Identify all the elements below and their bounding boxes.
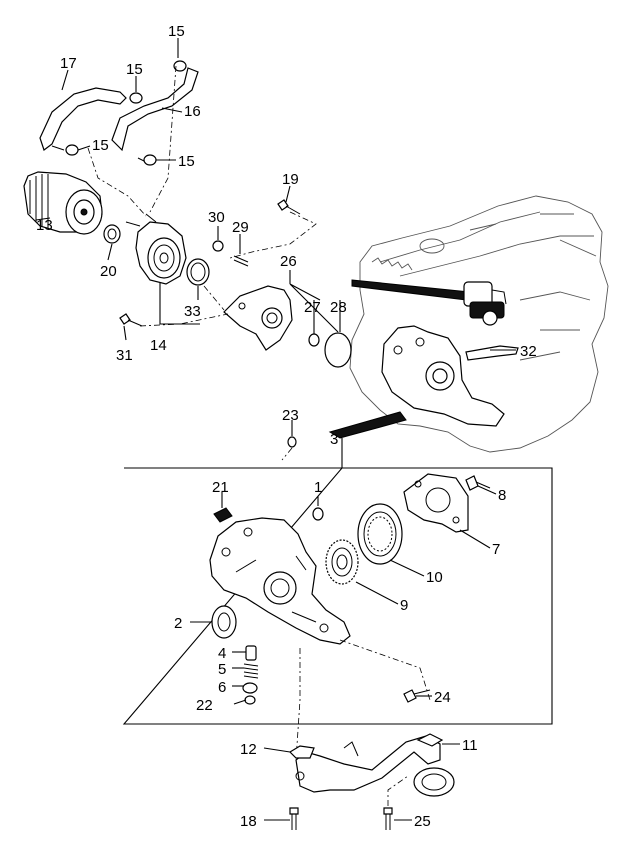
callout-6: 6 [218, 679, 226, 696]
callout-24: 24 [434, 689, 451, 706]
bolt-18 [289, 807, 299, 830]
callout-7: 7 [492, 541, 500, 558]
assembly-line [203, 285, 225, 311]
clamp-15-c [65, 144, 79, 156]
callout-16: 16 [184, 103, 201, 120]
callout-19: 19 [282, 171, 299, 188]
callout-11: 11 [462, 737, 478, 754]
leader-lines [35, 38, 516, 821]
o-ring-33 [186, 258, 210, 286]
callout-8: 8 [498, 487, 506, 504]
plunger-4 [245, 645, 257, 661]
callout-22: 22 [196, 697, 213, 714]
nut-30 [212, 240, 224, 252]
callout-12: 12 [240, 741, 257, 758]
callout-13: 13 [36, 217, 53, 234]
retainer-6 [242, 682, 258, 694]
callout-32: 32 [520, 343, 537, 360]
callout-3: 3 [330, 431, 338, 448]
nipple-20-bore [107, 228, 117, 240]
callout-18: 18 [240, 813, 257, 830]
outer-rotor [357, 503, 403, 565]
callout-20: 20 [100, 263, 117, 280]
pin-1 [312, 507, 324, 521]
callout-2: 2 [174, 615, 182, 632]
callout-29: 29 [232, 219, 249, 236]
callout-15-top: 15 [168, 23, 185, 40]
filter-bracket [223, 285, 293, 351]
screw-8-shank [475, 481, 491, 489]
clamp-15-a [173, 60, 187, 72]
spring-5 [243, 663, 259, 679]
assembly-line [281, 447, 293, 461]
relief-valve-stack [242, 645, 259, 705]
oil-seal-2 [211, 605, 237, 639]
kit-box-3 [122, 448, 553, 725]
callout-15-left: 15 [92, 137, 109, 154]
inner-rotor [325, 539, 359, 585]
clamp-15-d [143, 154, 157, 166]
plug-21 [213, 507, 233, 523]
bolt-24 [403, 689, 431, 703]
assembly-line [229, 211, 317, 259]
assembly-line [339, 639, 431, 701]
callout-5: 5 [218, 661, 226, 678]
assembly-line [149, 65, 177, 213]
callout-23: 23 [282, 407, 299, 424]
callout-4: 4 [218, 645, 226, 662]
oil-filter [23, 171, 103, 235]
stud-29 [233, 255, 249, 267]
assembly-line [387, 775, 409, 806]
clamp-15-b [129, 92, 143, 104]
oil-cooler [125, 213, 187, 285]
assembly-line [87, 147, 147, 217]
gasket-12 [289, 745, 315, 759]
bolt-25 [383, 807, 393, 830]
nipple-20 [103, 224, 121, 244]
assembly-line [139, 313, 229, 327]
assembly-line [295, 648, 301, 761]
callout-14: 14 [150, 337, 167, 354]
callout-26: 26 [280, 253, 297, 270]
callout-21: 21 [212, 479, 229, 496]
oil-strainer [289, 733, 455, 797]
callout-9: 9 [400, 597, 408, 614]
sensor-housing [463, 281, 507, 326]
bolt-19 [277, 199, 301, 215]
callout-28: 28 [330, 299, 347, 316]
snap-ring-22 [244, 695, 256, 705]
pin-23 [287, 436, 297, 448]
front-cover [403, 473, 469, 533]
callout-25: 25 [414, 813, 431, 830]
bolt-31 [119, 313, 143, 327]
screw-8 [465, 475, 479, 491]
callout-15-right: 15 [178, 153, 195, 170]
callout-31: 31 [116, 347, 133, 364]
callout-labels: 15 15 17 15 16 15 19 13 20 30 29 26 27 2… [36, 23, 537, 830]
hose-17 [39, 87, 127, 151]
callout-17: 17 [60, 55, 77, 72]
installed-oil-pump [381, 325, 519, 427]
callout-30: 30 [208, 209, 225, 226]
oil-pump-housing [209, 517, 351, 645]
callout-27: 27 [304, 299, 321, 316]
o-ring-27 [308, 333, 320, 347]
oil-seal-2-inner [217, 612, 231, 632]
callout-1: 1 [314, 479, 322, 496]
callout-10: 10 [426, 569, 443, 586]
callout-33: 33 [184, 303, 201, 320]
callout-15-mid: 15 [126, 61, 143, 78]
o-ring-28 [324, 332, 352, 368]
o-ring-33-inner [190, 262, 206, 282]
